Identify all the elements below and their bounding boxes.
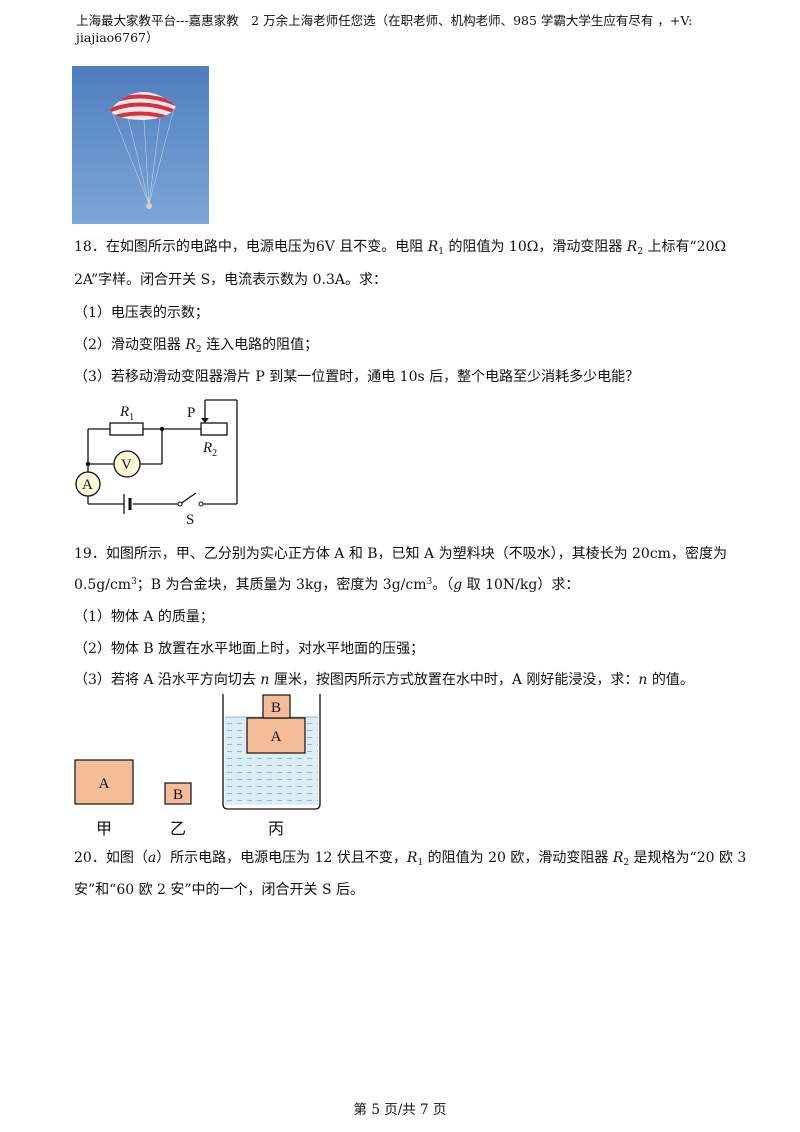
blocks-figure: A B A B 甲 乙 丙 (74, 694, 321, 838)
q18-line2: 2A”字样。闭合开关 S，电流表示数为 0.3A。求： (74, 272, 387, 288)
svg-text:V: V (121, 457, 132, 473)
block-a-jia (74, 759, 134, 805)
rheostat-r2 (200, 422, 228, 436)
svg-text:甲: 甲 (96, 819, 112, 838)
svg-text:B: B (271, 700, 281, 716)
q20-line1: 20．如图（a）所示电路，电源电压为 12 伏且不变，R1 的阻值为 20 欧，… (74, 850, 747, 868)
svg-text:丙: 丙 (268, 819, 284, 838)
block-b-bing (262, 694, 291, 719)
svg-text:B: B (173, 787, 183, 803)
block-b-yi (164, 782, 192, 805)
svg-text:乙: 乙 (170, 819, 186, 838)
voltmeter (113, 450, 141, 478)
page-header: 上海最大家教平台---嘉惠家教 2 万余上海老师任您选（在职老师、机构老师、98… (76, 13, 693, 45)
beaker (222, 694, 321, 810)
svg-text:A: A (99, 776, 110, 792)
q19-line2: 0.5g/cm3；B 为合金块，其质量为 3kg，密度为 3g/cm3。（g 取… (74, 577, 580, 593)
circuit-diagram: R1 P R2 V A S (75, 399, 238, 527)
q19-part1: （1）物体 A 的质量； (74, 609, 214, 625)
svg-text:S: S (186, 512, 194, 527)
svg-text:P: P (187, 405, 195, 421)
parachute-photo (72, 66, 209, 224)
svg-text:R1: R1 (119, 404, 134, 423)
q19-part3: （3）若将 A 沿水平方向切去 n 厘米，按图丙所示方式放置在水中时，A 刚好能… (74, 672, 694, 688)
q20-line2: 安”和“60 欧 2 安”中的一个，闭合开关 S 后。 (74, 882, 365, 898)
svg-text:A: A (82, 477, 93, 493)
ammeter (75, 471, 101, 497)
q18-part2: （2）滑动变阻器 R2 连入电路的阻值； (74, 337, 319, 355)
resistor-r1 (109, 422, 144, 436)
q19-line1: 19．如图所示，甲、乙分别为实心正方体 A 和 B，已知 A 为塑料块（不吸水）… (74, 546, 727, 562)
page-footer: 第 5 页/共 7 页 (353, 1102, 447, 1118)
q18-line1: 18．在如图所示的电路中，电源电压为6V 且不变。电阻 R1 的阻值为 10Ω，… (74, 239, 727, 257)
svg-text:A: A (271, 729, 282, 745)
svg-text:R2: R2 (202, 440, 217, 459)
q18-part1: （1）电压表的示数； (74, 305, 209, 321)
q18-part3: （3）若移动滑动变阻器滑片 P 到某一位置时，通电 10s 后，整个电路至少消耗… (74, 369, 640, 385)
q19-part2: （2）物体 B 放置在水平地面上时，对水平地面的压强； (74, 641, 425, 657)
